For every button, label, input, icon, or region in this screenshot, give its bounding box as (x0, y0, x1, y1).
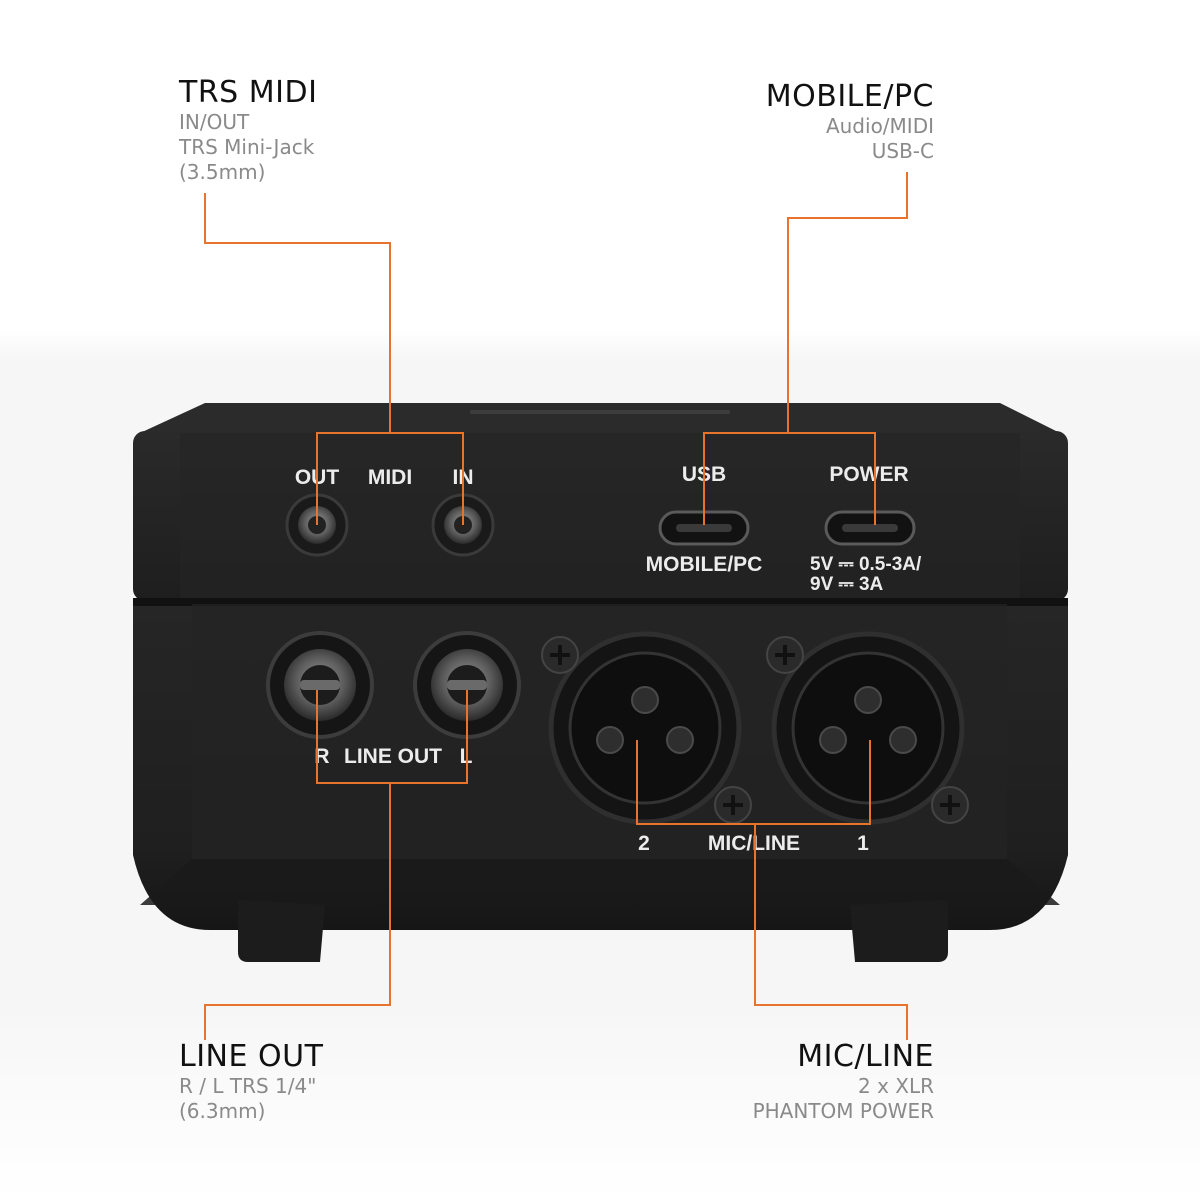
left-foot (238, 900, 325, 962)
line-out-r-label: R (314, 745, 329, 768)
usb-c-port-power (824, 510, 916, 546)
callout-title: LINE OUT (179, 1039, 324, 1074)
callout-line: R / L TRS 1/4" (179, 1074, 317, 1098)
callout-title: TRS MIDI (179, 75, 318, 110)
power-spec-line-1: 5V ⎓ 0.5-3A/ (810, 554, 922, 575)
xlr-input-1 (771, 631, 965, 825)
callout-line: Audio/MIDI (825, 114, 934, 138)
callout-trs-midi: TRS MIDI IN/OUT TRS Mini-Jack (3.5mm) (179, 76, 317, 185)
leader-line-out-bracket (316, 690, 468, 784)
usb-c-port-mobile (658, 510, 750, 546)
line-out-r-jack (266, 631, 374, 739)
line-out-label: LINE OUT (344, 745, 442, 768)
callout-line: (6.3mm) (179, 1099, 266, 1123)
right-foot (850, 900, 948, 962)
leader-mobile-pc-bracket (703, 432, 876, 525)
leader-line-out (204, 783, 391, 1040)
mic-1-label: 1 (857, 832, 869, 855)
leader-mic-line-bracket (636, 740, 871, 825)
mobile-pc-port-label: MOBILE/PC (646, 553, 763, 576)
callout-line: 2 x XLR (857, 1074, 934, 1098)
callout-line-out: LINE OUT R / L TRS 1/4" (6.3mm) (179, 1040, 323, 1124)
callout-line: USB-C (871, 139, 934, 163)
callout-line: PHANTOM POWER (752, 1099, 934, 1123)
leader-trs-midi-bracket (316, 432, 464, 525)
xlr-input-2 (548, 631, 742, 825)
top-logo-mark (470, 410, 730, 414)
callout-mobile-pc: MOBILE/PC Audio/MIDI USB-C (766, 80, 934, 164)
callout-line: IN/OUT (179, 110, 250, 134)
callout-title: MIC/LINE (797, 1039, 934, 1074)
leader-trs-midi (204, 193, 391, 433)
leader-mic-line (754, 824, 908, 1040)
callout-title: MOBILE/PC (765, 79, 934, 114)
device-top-edge (140, 403, 1060, 433)
mic-2-label: 2 (638, 832, 650, 855)
leader-mobile-pc (787, 172, 908, 433)
screw-slots (550, 645, 960, 815)
callout-line: TRS Mini-Jack (179, 135, 315, 159)
callout-mic-line: MIC/LINE 2 x XLR PHANTOM POWER (753, 1040, 934, 1124)
power-label: POWER (829, 463, 908, 486)
midi-label: MIDI (368, 466, 412, 489)
leader-lines (204, 172, 908, 1040)
callout-line: (3.5mm) (179, 160, 266, 184)
power-spec-line-2: 9V ⎓ 3A (810, 574, 884, 595)
